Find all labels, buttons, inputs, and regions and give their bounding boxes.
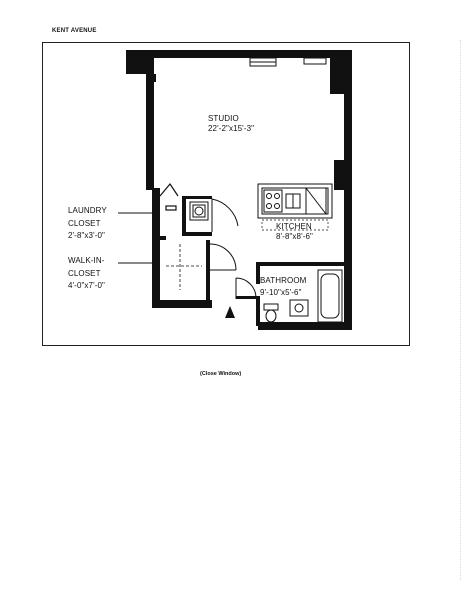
exterior-walls [126, 50, 352, 330]
diagonal-wall [159, 182, 179, 211]
bathtub [317, 269, 343, 323]
page-edge-divider [459, 40, 461, 580]
laundry-door [211, 198, 239, 232]
washer-dryer [189, 201, 209, 221]
floor-plan-frame [42, 42, 410, 346]
bathroom-sink [289, 299, 309, 317]
laundry-label-line1: LAUNDRY [68, 206, 107, 215]
bathroom-label: BATHROOM [260, 276, 307, 285]
label-leaders [118, 212, 152, 264]
bathroom-dims: 9'-10"x5'-6" [260, 288, 302, 297]
kitchen-label: KITCHEN [276, 222, 312, 231]
studio-dims: 22'-2"x15'-3" [208, 124, 255, 133]
kitchen-dashed-cabinets [261, 219, 329, 231]
bathroom-door [235, 277, 257, 299]
walkin-label-line1: WALK-IN- [68, 256, 105, 265]
walkin-label-line2: CLOSET [68, 269, 101, 278]
kitchen-dims: 8'-8"x8'-6" [276, 232, 313, 241]
studio-label: STUDIO [208, 114, 239, 123]
toilet [263, 303, 279, 323]
walk-in-door [209, 243, 237, 271]
closet-shelving [166, 244, 202, 290]
window [249, 57, 327, 67]
laundry-dims: 2'-8"x3'-0" [68, 231, 105, 240]
street-name: KENT AVENUE [52, 28, 97, 34]
entry-arrow-icon [225, 306, 235, 318]
kitchen-counter [257, 183, 333, 219]
laundry-label-line2: CLOSET [68, 219, 101, 228]
interior-walls [160, 196, 348, 326]
walkin-dims: 4'-0"x7'-0" [68, 281, 105, 290]
close-window-link[interactable]: (Close Window) [200, 371, 242, 377]
